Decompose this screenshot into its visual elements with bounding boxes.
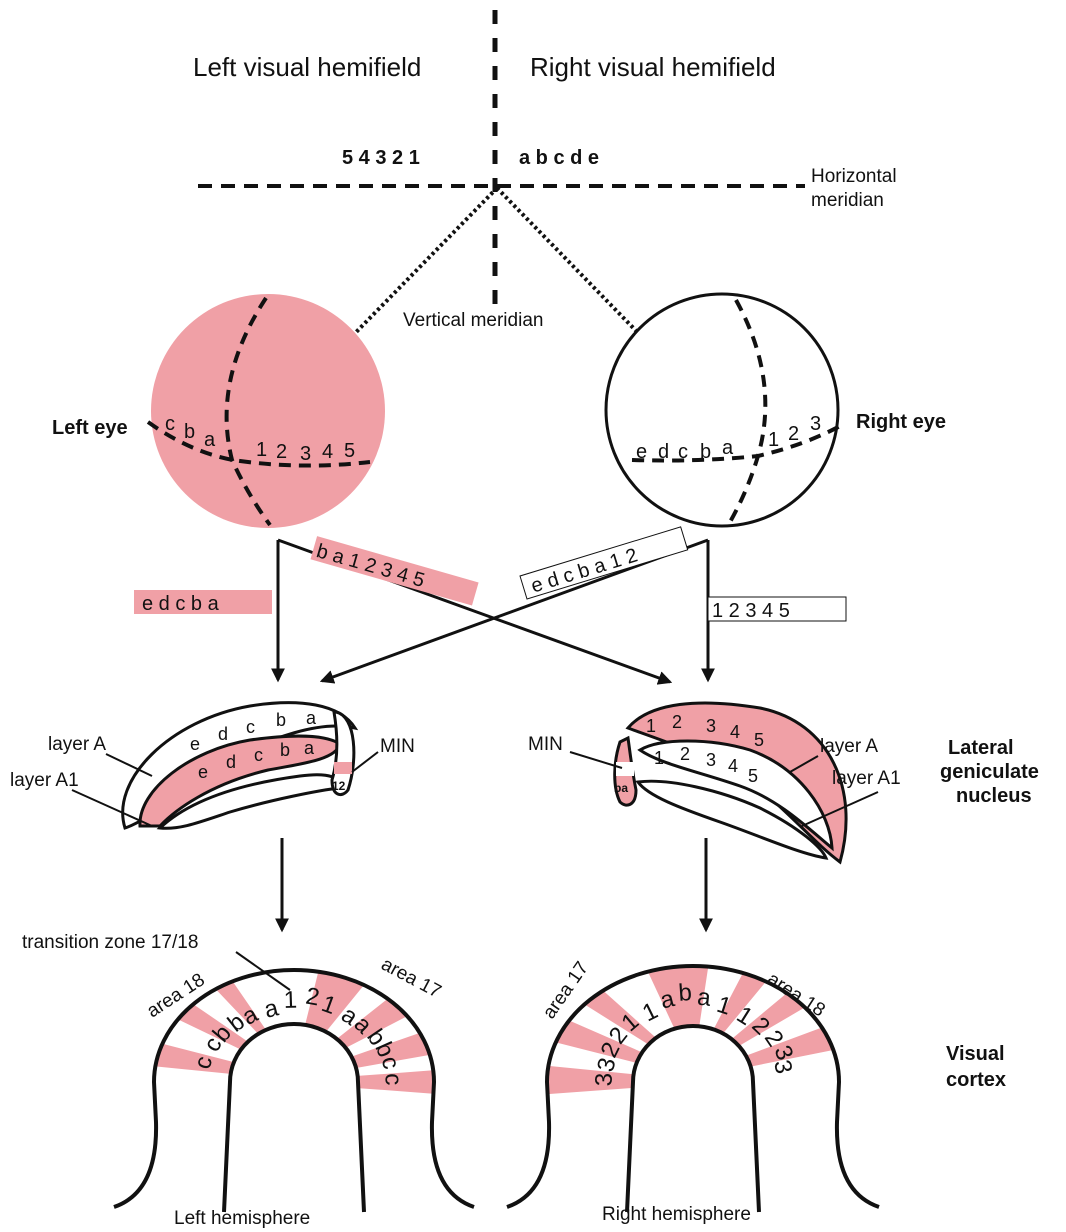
right-layer-a-label: layer A — [820, 736, 878, 757]
right-lgn-min-text: ba — [614, 781, 628, 795]
visual-cortex-title: Visual — [946, 1043, 1005, 1065]
left-lgn-layer-a-letter: e — [190, 734, 200, 754]
right-layer-a1-label: layer A1 — [832, 768, 901, 789]
left-hemisphere-label: Left hemisphere — [174, 1208, 310, 1229]
cortex-inner-sulcus — [627, 1026, 759, 1212]
left-lgn-layer-a1-letter: b — [280, 740, 290, 760]
right-lgn-layer-a1-number: 2 — [680, 744, 690, 764]
left-eye — [151, 294, 385, 528]
left-uncrossed-label: e d c b a — [142, 593, 220, 615]
right-min-pointer — [570, 752, 622, 768]
left-crossed-label: b a 1 2 3 4 5 — [314, 540, 427, 592]
left-eye-number: 4 — [322, 441, 333, 463]
left-lgn-layer-a1-letter: e — [198, 762, 208, 782]
right-min-label: MIN — [528, 734, 563, 755]
left-layer-a1-label: layer A1 — [10, 770, 79, 791]
left-eye-letter: c — [165, 413, 175, 435]
right-lgn: ba 1 2 3 4 5 1 2 3 4 5 — [614, 703, 846, 862]
right-lgn-layer-a-number: 3 — [706, 716, 716, 736]
left-eye-number: 2 — [276, 441, 287, 463]
cortex-label: 1 — [283, 987, 297, 1014]
lgn-title-2: geniculate — [940, 761, 1039, 783]
left-lgn-layer-a-letter: c — [246, 717, 255, 737]
left-hemifield-title: Left visual hemifield — [193, 52, 421, 82]
right-eye-number: 3 — [810, 413, 821, 435]
cortex-label: c — [379, 1073, 406, 1086]
left-eye-number: 5 — [344, 440, 355, 462]
left-lgn: 12 e d c b a e d c b a — [123, 703, 355, 829]
right-eye-number: 2 — [788, 423, 799, 445]
lgn-title-3: nucleus — [956, 785, 1032, 807]
right-lgn-layer-a-number: 2 — [672, 712, 682, 732]
vertical-meridian-label: Vertical meridian — [403, 310, 543, 331]
right-hemisphere-label: Right hemisphere — [602, 1204, 751, 1225]
left-lgn-layer-a-letter: a — [306, 708, 317, 728]
right-lgn-layer-a1-number: 5 — [748, 766, 758, 786]
right-eye-letter: a — [722, 437, 734, 459]
right-eye-letter: e — [636, 441, 647, 463]
left-eye-number: 1 — [256, 439, 267, 461]
left-lgn-layer-a-letter: d — [218, 724, 228, 744]
lgn-title: Lateral — [948, 737, 1014, 759]
visual-cortex-title-2: cortex — [946, 1069, 1006, 1091]
cortex-label: b — [678, 979, 693, 1007]
right-eye-letter: c — [678, 441, 688, 463]
left-eye-label: Left eye — [52, 417, 128, 439]
right-hemifield-title: Right visual hemifield — [530, 52, 776, 82]
right-lgn-layer-a1-number: 3 — [706, 750, 716, 770]
right-lgn-layer-a-number: 4 — [730, 722, 740, 742]
right-lgn-layer-a-number: 1 — [646, 716, 656, 736]
right-eye — [606, 294, 838, 526]
left-area-17-label: area 17 — [378, 954, 445, 1003]
left-eye-number: 3 — [300, 443, 311, 465]
left-lgn-layer-a1-letter: d — [226, 752, 236, 772]
right-lgn-layer-a1-number: 1 — [654, 748, 664, 768]
left-lgn-layer-a1-letter: c — [254, 745, 263, 765]
right-eye-label: Right eye — [856, 411, 946, 433]
left-eye-letter: a — [204, 429, 216, 451]
left-lgn-layer-a1-letter: a — [304, 738, 315, 758]
right-uncrossed-label: 1 2 3 4 5 — [712, 600, 790, 622]
right-lgn-layer-a-number: 5 — [754, 730, 764, 750]
horizontal-meridian-label-2: meridian — [811, 190, 884, 211]
right-eye-number: 1 — [768, 429, 779, 451]
left-lgn-min-text: 12 — [332, 779, 346, 793]
left-layer-a-label: layer A — [48, 734, 106, 755]
left-lgn-layer-a-letter: b — [276, 710, 286, 730]
left-lgn-min-pink — [334, 762, 352, 774]
left-min-pointer — [352, 752, 378, 772]
right-lgn-layer-a1-number: 4 — [728, 756, 738, 776]
left-min-label: MIN — [380, 736, 415, 757]
left-field-sequence: 5 4 3 2 1 — [342, 147, 420, 169]
cortex-inner-sulcus — [224, 1024, 364, 1212]
horizontal-meridian-label: Horizontal — [811, 166, 897, 187]
right-lgn-min-white — [616, 762, 634, 776]
right-eye-letter: d — [658, 441, 669, 463]
left-eye-letter: b — [184, 421, 195, 443]
transition-zone-label: transition zone 17/18 — [22, 932, 198, 953]
right-eye-letter: b — [700, 441, 711, 463]
right-field-sequence: a b c d e — [519, 147, 599, 169]
